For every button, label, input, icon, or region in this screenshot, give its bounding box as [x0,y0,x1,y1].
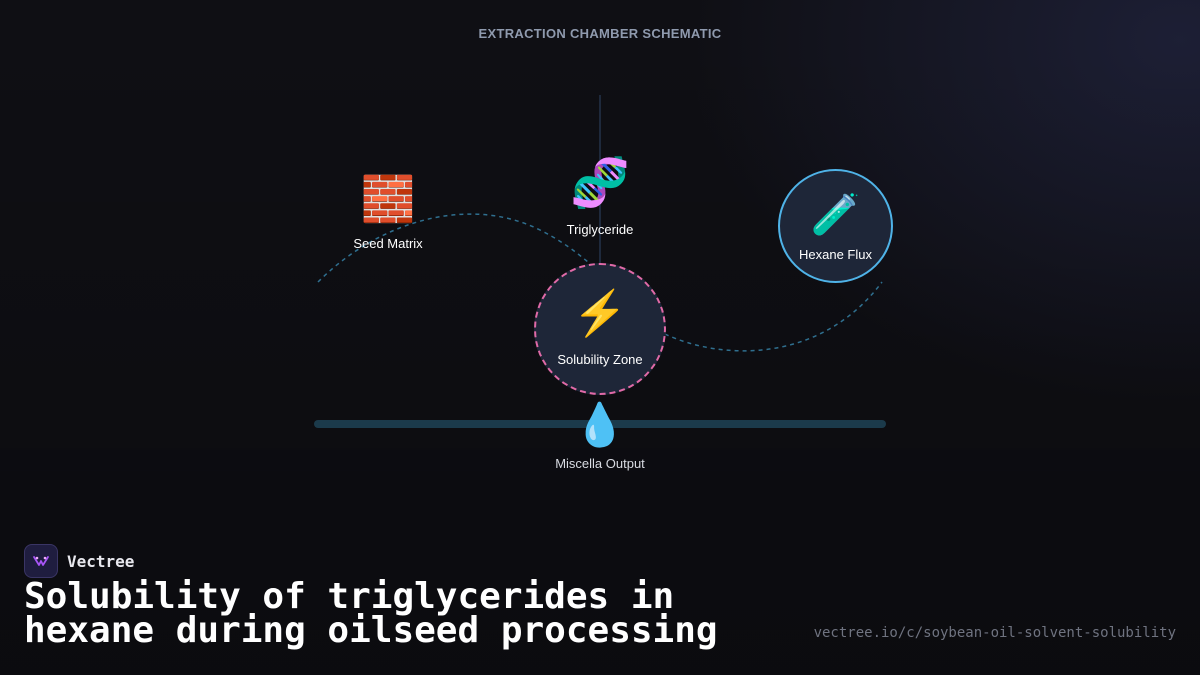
miscella-output-label: Miscella Output [555,456,645,471]
hexane-flux-node[interactable]: 🧪 Hexane Flux [778,169,893,283]
output-bar [314,420,886,428]
page-headline: Solubility of triglycerides in hexane du… [24,576,718,651]
solubility-zone-node[interactable]: ⚡ Solubility Zone [534,263,666,395]
vectree-logo-icon [24,544,58,578]
miscella-output-node[interactable]: 💧 Miscella Output [540,401,660,472]
triglyceride-label: Triglyceride [566,222,634,237]
triglyceride-node[interactable]: 🧬 Triglyceride [550,157,650,238]
brand[interactable]: Vectree [24,544,134,578]
flow-path-left [317,213,601,283]
seed-matrix-node[interactable]: 🧱 Seed Matrix [338,175,438,252]
solubility-zone-label: Solubility Zone [557,351,643,367]
hexane-flux-label: Hexane Flux [799,246,872,262]
lightning-icon: ⚡ [572,288,628,338]
test-tube-icon: 🧪 [810,192,861,237]
seed-matrix-label: Seed Matrix [353,236,423,251]
brand-name: Vectree [67,551,135,571]
diagram-title: EXTRACTION CHAMBER SCHEMATIC [478,26,722,41]
droplet-icon: 💧 [573,401,627,448]
page-url[interactable]: vectree.io/c/soybean-oil-solvent-solubil… [813,625,1176,641]
flow-path-right [664,281,883,352]
brick-icon: 🧱 [360,175,416,224]
dna-icon: 🧬 [570,157,630,210]
